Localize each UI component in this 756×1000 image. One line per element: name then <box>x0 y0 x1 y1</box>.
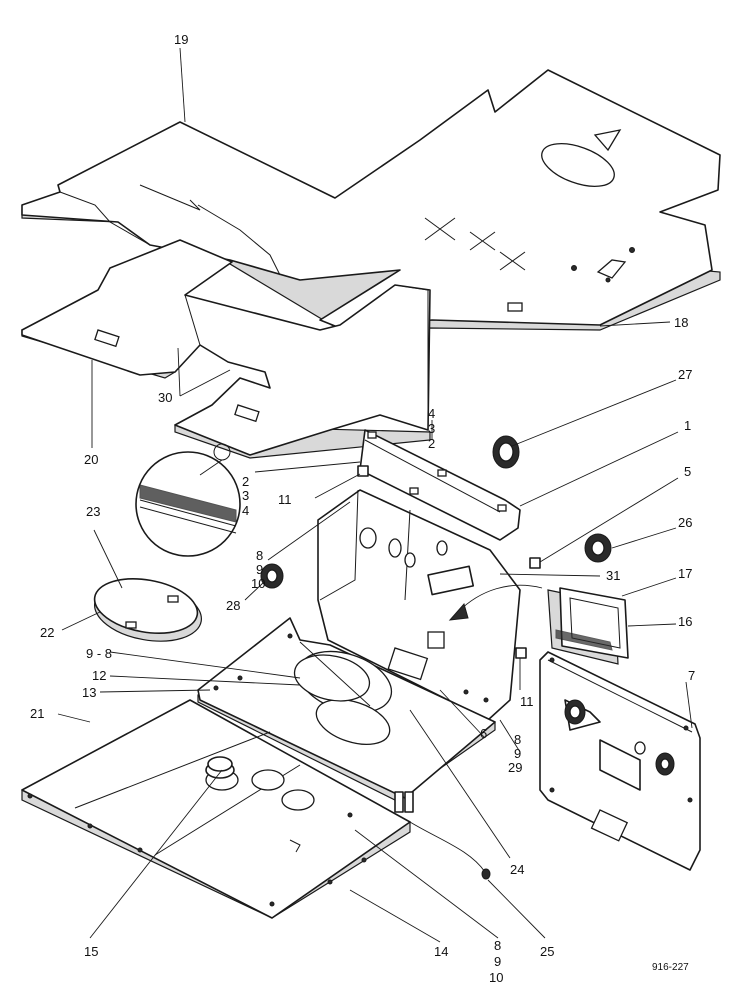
label-30: 30 <box>158 390 172 405</box>
detail-inset-foam-section <box>135 443 241 557</box>
label-22: 22 <box>40 625 54 640</box>
label-15: 15 <box>84 944 98 959</box>
part-5-clip <box>529 557 541 569</box>
label-9-upper: 9 <box>256 562 263 577</box>
label-9-bottom: 9 <box>494 954 501 969</box>
part-1-upper-bracket <box>359 429 521 541</box>
label-28: 28 <box>226 598 240 613</box>
label-20: 20 <box>84 452 98 467</box>
label-2-top: 2 <box>428 436 435 451</box>
label-8-upper: 8 <box>256 548 263 563</box>
part-28-bushing <box>260 563 284 589</box>
label-25: 25 <box>540 944 554 959</box>
label-8-mid: 8 <box>514 732 521 747</box>
part-16-17-control-module <box>547 587 629 665</box>
part-26-bushing <box>584 533 612 563</box>
label-27: 27 <box>678 367 692 382</box>
label-3-top: 3 <box>428 421 435 436</box>
label-5: 5 <box>684 464 691 479</box>
part-21-bottom-floor-plate <box>21 699 411 919</box>
label-24: 24 <box>510 862 524 877</box>
label-18: 18 <box>674 315 688 330</box>
label-4-left: 4 <box>242 503 249 518</box>
label-23: 23 <box>86 504 100 519</box>
part-22-23-oval-cover <box>93 578 203 642</box>
label-1: 1 <box>684 418 691 433</box>
label-12: 12 <box>92 668 106 683</box>
leader-lines <box>57 47 693 943</box>
label-4-top: 4 <box>428 406 435 421</box>
label-9-mid: 9 <box>514 746 521 761</box>
label-10-upper: 10 <box>251 576 265 591</box>
part-12-oval-gasket <box>293 654 371 702</box>
label-7: 7 <box>688 668 695 683</box>
figure-code: 916-227 <box>652 962 689 973</box>
label-17: 17 <box>678 566 692 581</box>
label-16: 16 <box>678 614 692 629</box>
label-19: 19 <box>174 32 188 47</box>
label-29: 29 <box>508 760 522 775</box>
label-31: 31 <box>606 568 620 583</box>
part-27-bushing <box>492 435 520 469</box>
part-number-labels: 19 18 27 1 5 26 17 16 7 30 20 4 3 2 2 3 … <box>30 32 695 985</box>
assembly-arrow <box>448 584 543 621</box>
part-25-cable <box>409 821 491 880</box>
label-3-left: 3 <box>242 488 249 503</box>
label-14: 14 <box>434 944 448 959</box>
label-21: 21 <box>30 706 44 721</box>
part-6-center-panel <box>317 489 521 721</box>
label-11-upper: 11 <box>278 492 292 507</box>
part-11-clip-lower <box>515 647 527 659</box>
label-13: 13 <box>82 685 96 700</box>
label-6: 6 <box>480 726 487 741</box>
label-26: 26 <box>678 515 692 530</box>
label-8-bottom: 8 <box>494 938 501 953</box>
part-15-plug <box>205 756 235 779</box>
part-11-clip-upper <box>357 465 369 477</box>
label-9-8: 9 - 8 <box>86 646 112 661</box>
part-7-right-side-panel <box>539 651 701 871</box>
label-10-bottom: 10 <box>489 970 503 985</box>
label-11-lower: 11 <box>520 694 534 709</box>
label-2-left: 2 <box>242 474 249 489</box>
